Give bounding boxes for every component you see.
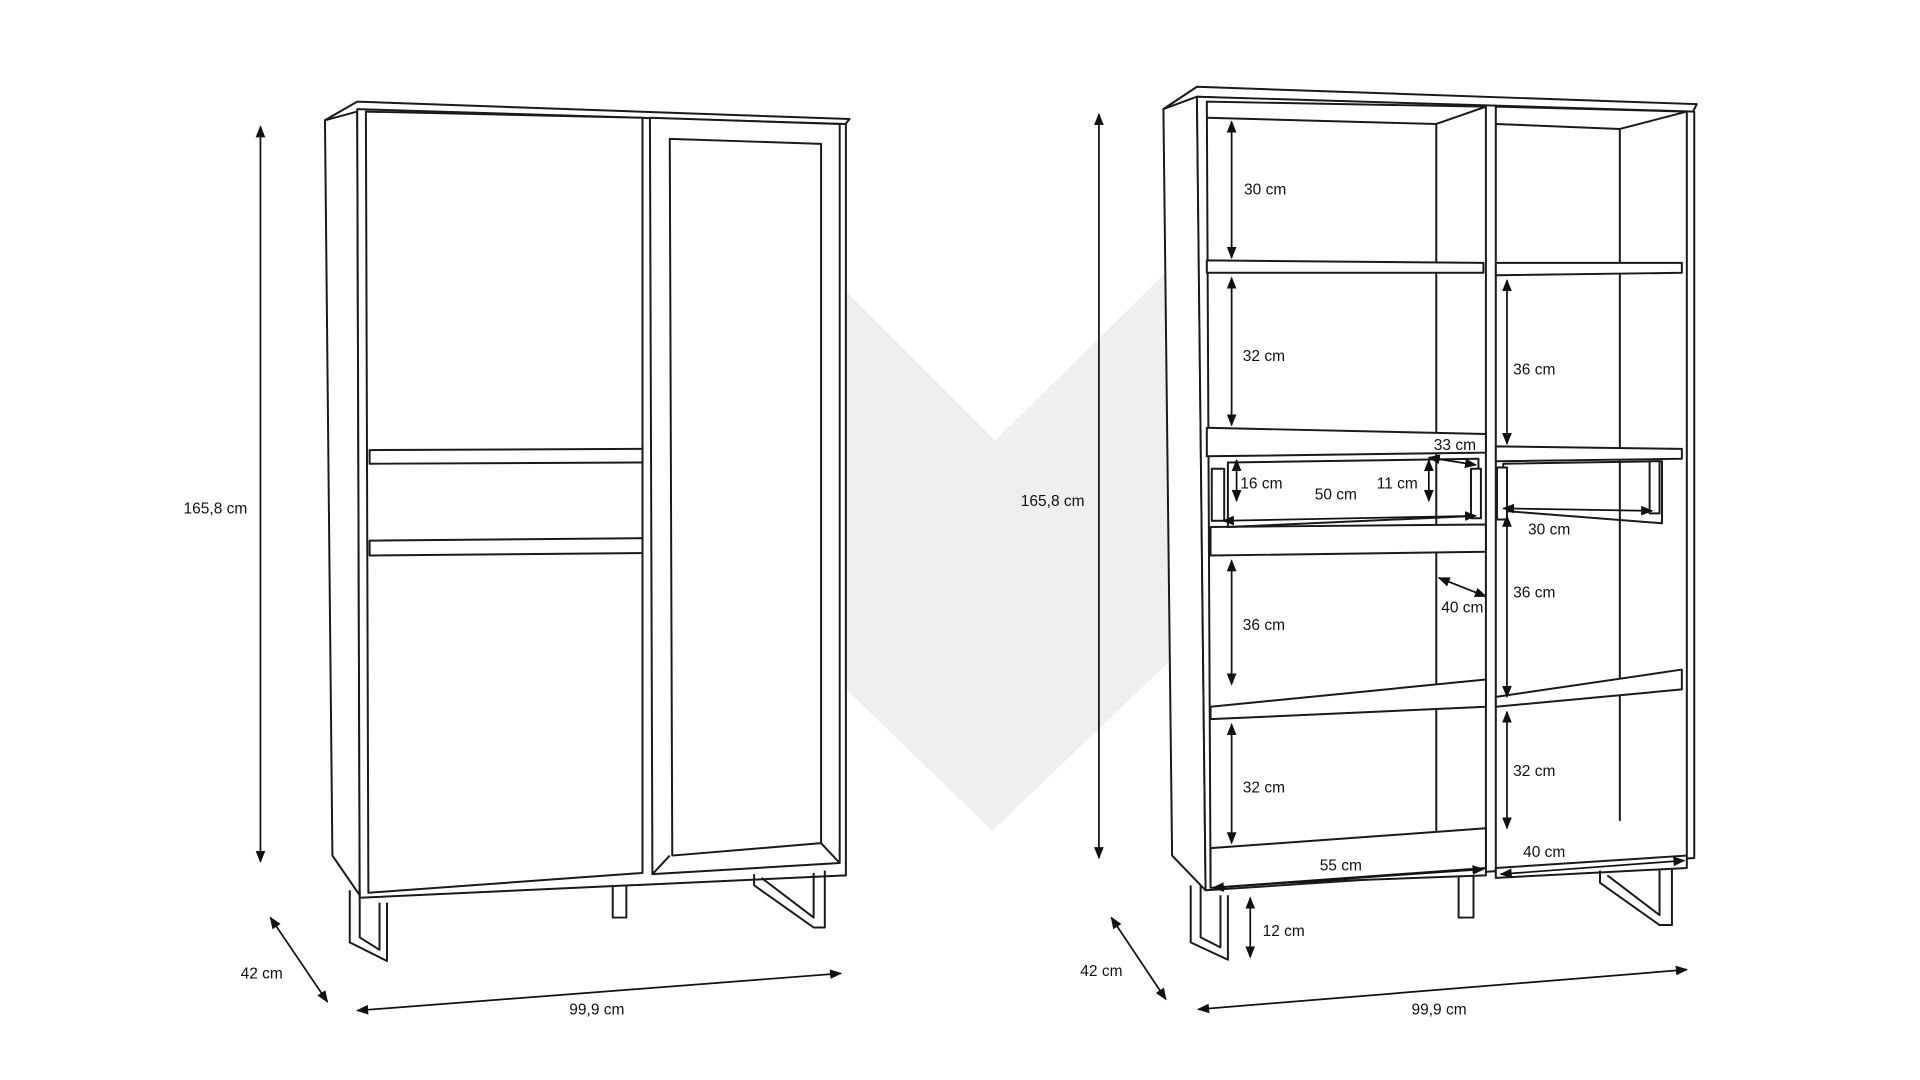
left-door bbox=[364, 110, 644, 894]
drawer-outer-height-label: 16 cm bbox=[1240, 476, 1282, 493]
lower-compartment-label: 36 cm bbox=[1243, 617, 1285, 634]
width-label: 99,9 cm bbox=[569, 1001, 624, 1018]
right-sled-leg bbox=[753, 870, 826, 929]
drawer-rail-left bbox=[1496, 466, 1508, 521]
right-middle-compartment-label: 36 cm bbox=[1513, 585, 1555, 602]
right-bottom-compartment-label: 32 cm bbox=[1513, 763, 1555, 780]
height-label: 165,8 cm bbox=[184, 500, 248, 517]
drawer-width-label: 50 cm bbox=[1315, 487, 1357, 504]
drawer-rail-right bbox=[1470, 467, 1482, 520]
drawer-rail-right bbox=[1648, 460, 1661, 515]
drawer-depth-label: 33 cm bbox=[1434, 437, 1476, 454]
open-cabinet: 165,8 cm 42 cm 99,9 cm 30 cm 32 cm 33 cm… bbox=[1021, 85, 1698, 1018]
drawer-inner-height-label: 11 cm bbox=[1377, 476, 1418, 493]
drawer-top-rail bbox=[368, 447, 644, 465]
right-door bbox=[648, 116, 841, 876]
depth-label: 42 cm bbox=[1080, 963, 1122, 980]
left-sled-leg bbox=[348, 890, 388, 962]
depth-label: 42 cm bbox=[241, 965, 283, 982]
height-label: 165,8 cm bbox=[1021, 493, 1085, 510]
right-upper-compartment-label: 36 cm bbox=[1513, 361, 1555, 378]
middle-leg bbox=[611, 885, 628, 919]
side-panel bbox=[323, 100, 361, 897]
closed-cabinet: 165,8 cm 42 cm 99,9 cm bbox=[184, 100, 851, 1018]
right-bottom-width-label: 40 cm bbox=[1523, 844, 1565, 861]
depth-dimension bbox=[269, 916, 329, 1003]
bottom-compartment-label: 32 cm bbox=[1243, 779, 1285, 796]
leg-height-label: 12 cm bbox=[1263, 923, 1305, 940]
drawer-rail-left bbox=[1210, 467, 1226, 522]
shelf-depth-label: 40 cm bbox=[1441, 600, 1483, 617]
width-label: 99,9 cm bbox=[1411, 1001, 1466, 1018]
top-compartment-label: 30 cm bbox=[1244, 182, 1286, 199]
drawer-bottom-rail bbox=[368, 537, 644, 557]
second-compartment-label: 32 cm bbox=[1243, 348, 1285, 365]
right-drawer-width-label: 30 cm bbox=[1528, 521, 1570, 538]
bottom-width-label: 55 cm bbox=[1320, 857, 1362, 874]
width-dimension bbox=[355, 969, 843, 1015]
